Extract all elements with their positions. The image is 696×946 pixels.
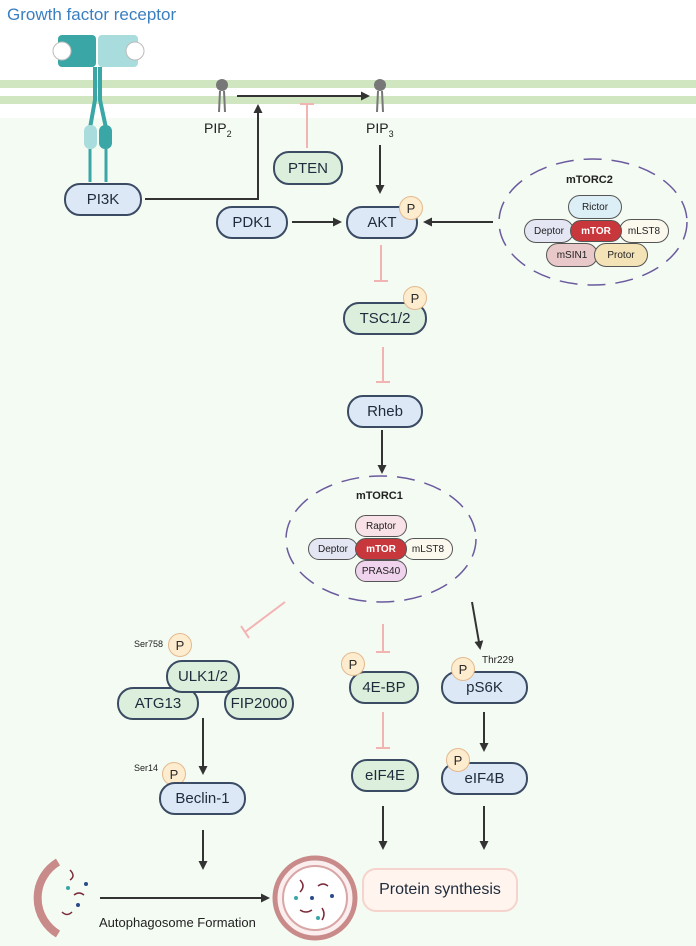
- mtorc2-rictor: Rictor: [568, 195, 622, 219]
- mtorc2-outline: [498, 158, 688, 286]
- pip3-label: PIP3: [366, 120, 394, 139]
- ser14-label: Ser14: [134, 763, 159, 773]
- phagophore-icon: [33, 858, 88, 938]
- mtorc1-outline: [285, 475, 477, 603]
- pip2-label: PIP2: [204, 120, 232, 139]
- eif4b-phospho-badge: P: [446, 748, 470, 772]
- mtorc2-mtor: mTOR: [570, 220, 622, 242]
- 4ebp-node: 4E-BP: [349, 671, 419, 704]
- 4ebp-phospho-badge: P: [341, 652, 365, 676]
- mtorc1-pras40: PRAS40: [355, 560, 407, 582]
- protein-synthesis-box: Protein synthesis: [362, 868, 518, 912]
- mtorc1-deptor: Deptor: [308, 538, 358, 560]
- ps6k-phospho-badge: P: [451, 657, 475, 681]
- mtorc1-mtor: mTOR: [355, 538, 407, 560]
- receptor-icon: [52, 35, 145, 182]
- ulk-node: ULK1/2: [166, 660, 240, 693]
- mtorc2-deptor: Deptor: [524, 219, 574, 243]
- akt-phospho-badge: P: [399, 196, 423, 220]
- beclin-node: Beclin-1: [159, 782, 246, 815]
- pip2-lipid-icon: [216, 79, 228, 113]
- thr229-label: Thr229: [482, 655, 514, 666]
- ulk-phospho-badge: P: [168, 633, 192, 657]
- page-title: Growth factor receptor: [7, 5, 177, 24]
- inhibition-arrows: [240, 103, 390, 749]
- pdk1-node: PDK1: [216, 206, 288, 239]
- eif4e-node: eIF4E: [351, 759, 419, 792]
- autophagosome-label: Autophagosome Formation: [99, 915, 256, 930]
- akt-node: AKT: [346, 206, 418, 239]
- activation-arrows: [100, 91, 493, 903]
- pten-node: PTEN: [273, 151, 343, 185]
- mtorc2-mlst8: mLST8: [619, 219, 669, 243]
- mtorc2-title: mTORC2: [566, 174, 613, 186]
- mtorc2-msin1: mSIN1: [546, 243, 598, 267]
- mtorc2-protor: Protor: [594, 243, 648, 267]
- pi3k-node: PI3K: [64, 183, 142, 216]
- ser758-label: Ser758: [134, 639, 164, 649]
- mtorc1-raptor: Raptor: [355, 515, 407, 537]
- fip2000-node: FIP2000: [224, 687, 294, 720]
- mtorc1-mlst8: mLST8: [403, 538, 453, 560]
- rheb-node: Rheb: [347, 395, 423, 428]
- autophagosome-icon: [272, 855, 358, 941]
- tsc-phospho-badge: P: [403, 286, 427, 310]
- mtorc1-title: mTORC1: [356, 490, 403, 502]
- cell-membrane: [0, 80, 696, 104]
- pip3-lipid-icon: [374, 79, 386, 113]
